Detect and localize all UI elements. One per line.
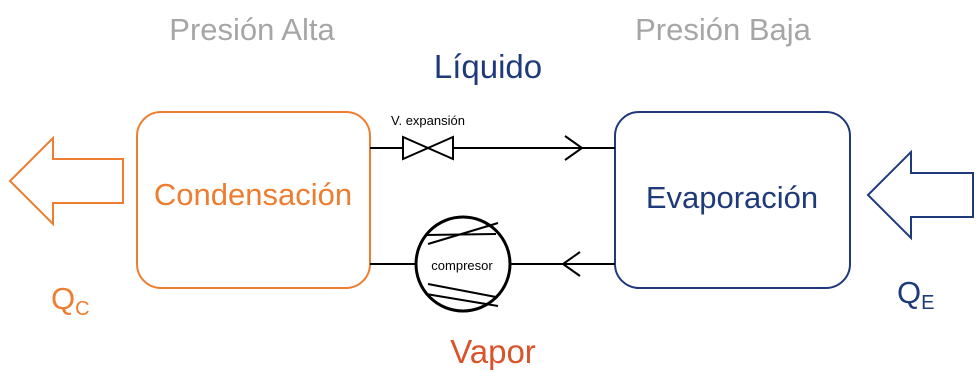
expansion-valve-label: V. expansión xyxy=(391,113,465,128)
compressor-icon xyxy=(414,215,512,313)
heat-out-label: QC xyxy=(51,281,90,320)
condenser-box xyxy=(136,111,371,289)
evaporator-label: Evaporación xyxy=(646,180,818,215)
liquid-flow-arrow-icon xyxy=(564,135,584,161)
heat-in-arrow-icon xyxy=(866,149,974,241)
expansion-valve-icon xyxy=(402,135,454,161)
vapor-label: Vapor xyxy=(450,333,536,370)
liquid-label: Líquido xyxy=(434,48,542,85)
low-pressure-label: Presión Baja xyxy=(635,12,812,47)
heat-out-arrow-icon xyxy=(8,135,124,227)
condenser-label: Condensación xyxy=(154,177,352,212)
heat-in-label: QE xyxy=(897,275,934,314)
evaporator-box xyxy=(614,111,851,289)
vapor-flow-arrow-icon xyxy=(561,251,581,277)
high-pressure-label: Presión Alta xyxy=(169,12,335,47)
compressor-label: compresor xyxy=(431,258,493,273)
